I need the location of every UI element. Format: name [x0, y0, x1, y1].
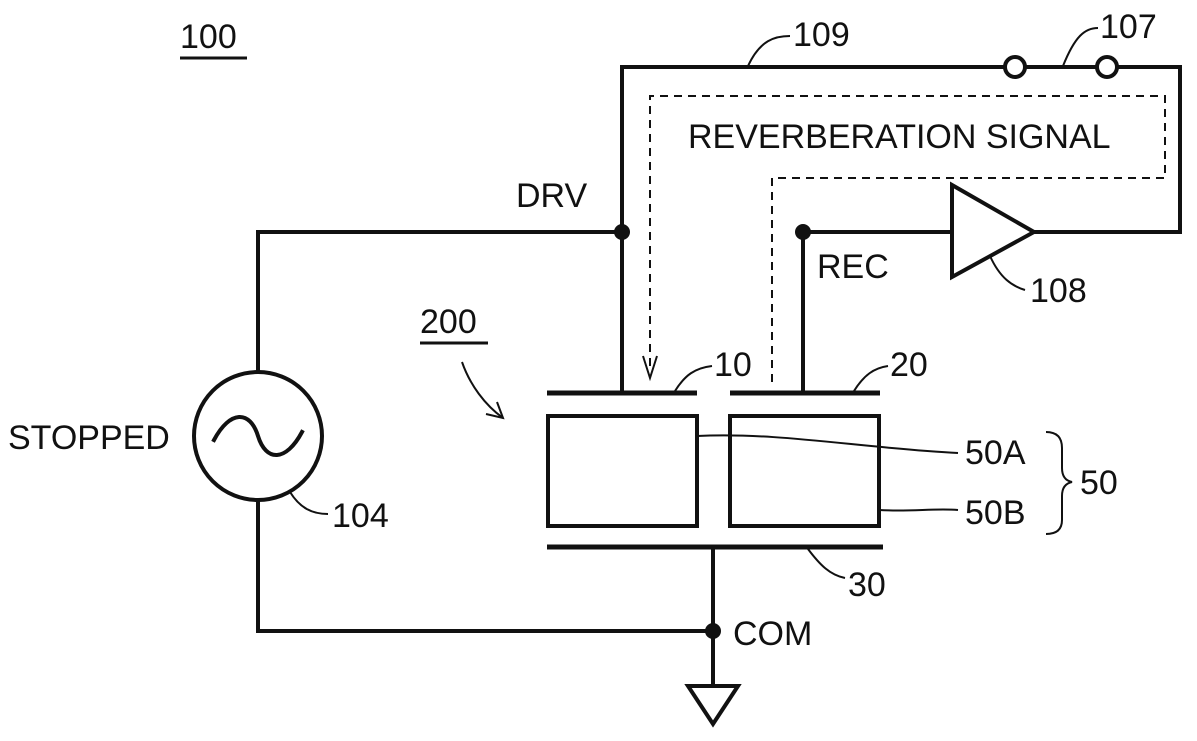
switch-terminal-left [1005, 57, 1025, 77]
ref-elec-drive-leader [675, 366, 712, 391]
drv-node-dot [614, 224, 630, 240]
com-node-dot [705, 623, 721, 639]
ref-piezo-b-leader [879, 509, 958, 510]
ref-source-label: 104 [332, 497, 389, 535]
ref-piezo-b-label: 50B [965, 494, 1026, 532]
ref-device-label: 200 [420, 303, 477, 341]
signal-label: REVERBERATION SIGNAL [688, 118, 1111, 156]
ref-elec-receive-leader [854, 366, 888, 391]
ref-elec-common-leader [808, 549, 845, 578]
drv-label: DRV [516, 177, 587, 215]
piezo-block-a [548, 416, 697, 526]
ref-elec-drive-label: 10 [714, 346, 752, 384]
rec-node-dot [795, 224, 811, 240]
piezo-group-brace [1046, 432, 1072, 534]
ref-amp-leader [990, 256, 1025, 290]
ref-device-arrow-shaft [462, 362, 503, 418]
ref-elec-receive-label: 20 [890, 346, 928, 384]
ref-system-label: 100 [180, 18, 237, 56]
ref-switch-label: 107 [1100, 8, 1157, 46]
source-state-label: STOPPED [8, 419, 170, 457]
ref-piezo-label: 50 [1080, 464, 1118, 502]
ref-switch-leader [1063, 28, 1098, 66]
switch-terminal-right [1097, 57, 1117, 77]
drv-to-source-wire [258, 232, 622, 372]
ref-path-leader [748, 36, 790, 66]
rec-label: REC [817, 248, 889, 286]
ground-symbol [688, 686, 738, 724]
piezo-block-b [730, 416, 879, 526]
com-label: COM [733, 615, 812, 653]
ref-amp-label: 108 [1030, 272, 1087, 310]
ref-source-leader [290, 492, 328, 514]
ref-elec-common-label: 30 [848, 566, 886, 604]
ref-path-label: 109 [793, 16, 850, 54]
ref-piezo-a-label: 50A [965, 434, 1026, 472]
